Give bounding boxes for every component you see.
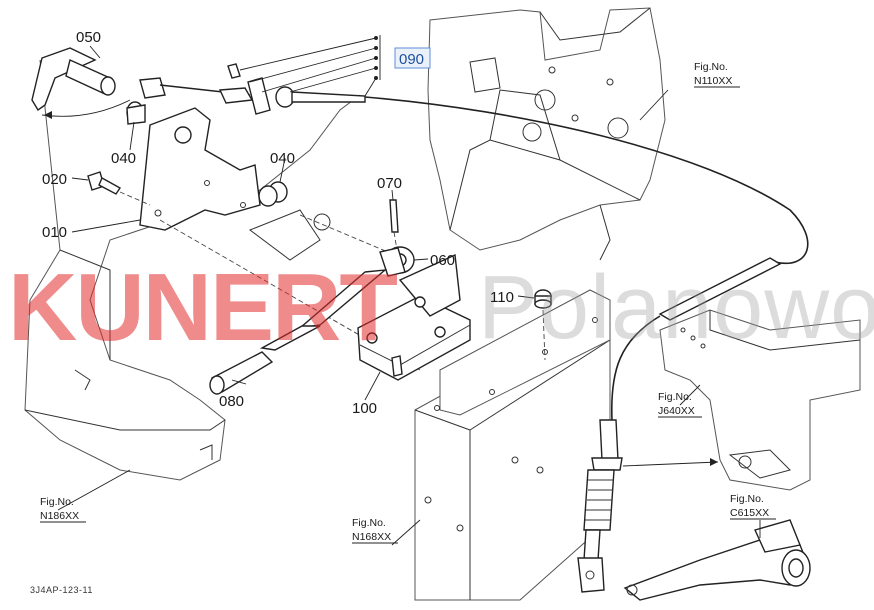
fig-ref-j640xx[interactable]: Fig.No. J640XX (658, 391, 702, 418)
fig-ref-n110xx[interactable]: Fig.No. N110XX (694, 61, 740, 88)
fig-ref-n186xx[interactable]: Fig.No. N186XX (40, 496, 86, 523)
part-label-110[interactable]: 110 (490, 289, 514, 306)
housing-plate (469, 57, 501, 93)
svg-text:C615XX: C615XX (730, 507, 769, 519)
part-label-090-callout[interactable]: 090 (394, 47, 431, 69)
part-label-100[interactable]: 100 (352, 400, 377, 417)
part-label-060[interactable]: 060 (430, 252, 455, 269)
watermark: KUNERT Polanowo (8, 254, 874, 361)
svg-text:N186XX: N186XX (40, 510, 79, 522)
part-labels: 050 040 040 020 010 070 060 110 080 100 (42, 29, 514, 417)
svg-text:Fig.No.: Fig.No. (40, 496, 74, 508)
fig-refs: Fig.No. N110XX Fig.No. J640XX Fig.No. C6… (40, 61, 776, 544)
svg-text:N168XX: N168XX (352, 531, 391, 543)
part-label-020[interactable]: 020 (42, 171, 67, 188)
fender-left (24, 59, 361, 481)
housing-upper-right (427, 7, 666, 261)
part-label-070[interactable]: 070 (377, 175, 402, 192)
watermark-location: Polanowo (478, 258, 874, 358)
part-label-080[interactable]: 080 (219, 393, 244, 410)
part-label-040-a[interactable]: 040 (111, 150, 136, 167)
drawing-code: 3J4AP-123-11 (30, 585, 93, 595)
part-label-010[interactable]: 010 (42, 224, 67, 241)
lower-box (414, 289, 611, 601)
fig-ref-n168xx[interactable]: Fig.No. N168XX (352, 517, 398, 544)
center-lever-assembly (209, 199, 552, 395)
watermark-brand: KUNERT (8, 254, 397, 361)
leader-lines (57, 45, 761, 546)
part-010-bracket (139, 107, 261, 231)
callout-090-bracket (239, 35, 381, 97)
control-cable (364, 96, 809, 593)
svg-text:N110XX: N110XX (694, 75, 732, 87)
svg-text:Fig.No.: Fig.No. (352, 517, 386, 529)
part-070-pin (389, 199, 399, 233)
upper-left-assembly (31, 47, 421, 371)
part-label-090[interactable]: 090 (399, 51, 424, 68)
lower-right-lever (623, 519, 811, 601)
svg-text:Fig.No.: Fig.No. (658, 391, 692, 403)
fig-ref-c615xx[interactable]: Fig.No. C615XX (730, 493, 776, 520)
right-bracket (659, 309, 861, 491)
part-label-050[interactable]: 050 (76, 29, 101, 46)
svg-text:Fig.No.: Fig.No. (694, 61, 728, 73)
svg-text:Fig.No.: Fig.No. (730, 493, 764, 505)
svg-text:J640XX: J640XX (658, 405, 695, 417)
part-label-040-b[interactable]: 040 (270, 150, 295, 167)
